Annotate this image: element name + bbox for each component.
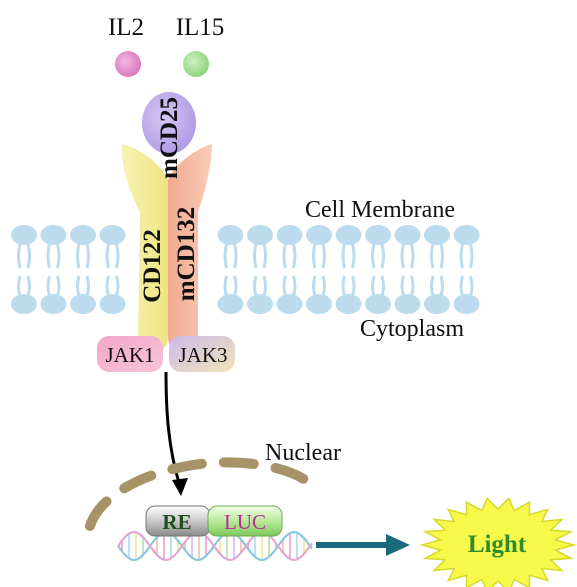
lipid-head [247,225,273,245]
jak1-label: JAK1 [105,343,154,367]
lipid-tail [46,275,61,297]
nuclear-label: Nuclear [265,440,341,466]
lipid-head [424,225,450,245]
lipid-head [70,225,96,245]
mcd132-label: mCD132 [173,207,200,301]
lipid-head [453,294,480,314]
lipid-tail [459,275,474,297]
lipid-head [217,294,244,314]
lipid-head [394,294,421,314]
mcd25-receptor [142,92,196,154]
nuclear-envelope [85,457,313,531]
lipid-head [306,294,332,314]
dna-strand-b [117,530,313,562]
lipid-tail [223,275,238,297]
cd122-label: CD122 [139,229,166,303]
il2-ligand [115,51,141,77]
lipid-tail [46,243,61,269]
lipid-head [365,294,391,314]
jak3-label: JAK3 [178,343,227,367]
lipid-head [217,225,244,245]
lipid-tail [400,243,415,269]
lipid-tail [430,275,444,297]
lipid-head [40,225,67,245]
il2-label: IL2 [108,14,144,41]
lipid-tail [17,243,31,269]
lipid-tail [371,275,385,297]
il15-ligand [183,51,209,77]
lipid-tail [341,275,356,297]
lipid-head [11,294,37,314]
lipid-head [11,225,37,245]
lipid-tail [430,243,444,269]
cytoplasm-label: Cytoplasm [360,316,464,342]
luc-label: LUC [224,510,266,534]
dna-helix [117,530,313,562]
lipid-tail [282,243,297,269]
lipid-head [335,294,362,314]
jak1-kinase [97,336,163,372]
lipid-tail [76,275,90,297]
lipid-tail [223,243,238,269]
jak3-kinase [169,336,235,372]
lipid-tail [17,275,31,297]
mcd132-receptor [168,144,212,352]
cell-membrane-label: Cell Membrane [305,197,455,223]
lipid-head [40,294,67,314]
lipid-tail [400,275,415,297]
lipid-head [99,294,126,314]
lipid-head [276,225,303,245]
lipid-tail [76,243,90,269]
lipid-tail [312,275,326,297]
lipid-tail [341,243,356,269]
luc-gene [207,505,283,537]
lipid-tail [105,275,120,297]
lipid-head [365,225,391,245]
lipid-tail [253,243,267,269]
lipid-head [335,225,362,245]
lipid-head [424,294,450,314]
lipid-tail [105,243,120,269]
lipid-head [99,225,126,245]
lipid-head [453,225,480,245]
il15-label: IL15 [176,14,225,41]
lipid-tail [371,243,385,269]
lipid-head [70,294,96,314]
signal-arrow [164,371,182,487]
mcd25-label: mCD25 [156,97,183,179]
lipid-tail [312,243,326,269]
light-label: Light [468,531,527,558]
cd122-receptor [121,144,168,352]
lipid-tail [282,275,297,297]
lipid-tail [253,275,267,297]
lipid-head [276,294,303,314]
signal-arrowhead [172,478,188,496]
lipid-head [394,225,421,245]
lipid-tail [459,243,474,269]
re-label: RE [162,510,191,534]
lipid-head [306,225,332,245]
light-burst [419,497,577,587]
lipid-head [247,294,273,314]
output-arrowhead [386,534,410,556]
cell-membrane-bilayer [11,225,480,314]
